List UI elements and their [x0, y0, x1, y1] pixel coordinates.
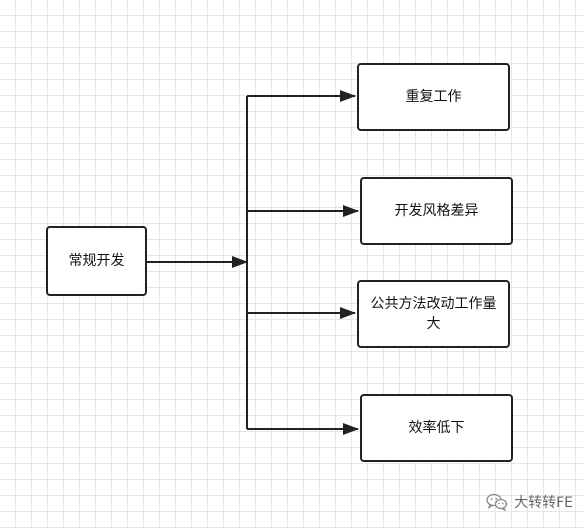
watermark-text: 大转转FE: [514, 495, 573, 511]
node-style-differences: 开发风格差异: [360, 177, 513, 245]
wechat-icon: [486, 493, 508, 511]
watermark: 大转转FE: [486, 492, 573, 512]
node-repeated-work: 重复工作: [357, 63, 510, 131]
node-common-method-change: 公共方法改动工作量大: [357, 280, 510, 348]
node-low-efficiency: 效率低下: [360, 394, 513, 462]
node-regular-development: 常规开发: [46, 226, 147, 296]
